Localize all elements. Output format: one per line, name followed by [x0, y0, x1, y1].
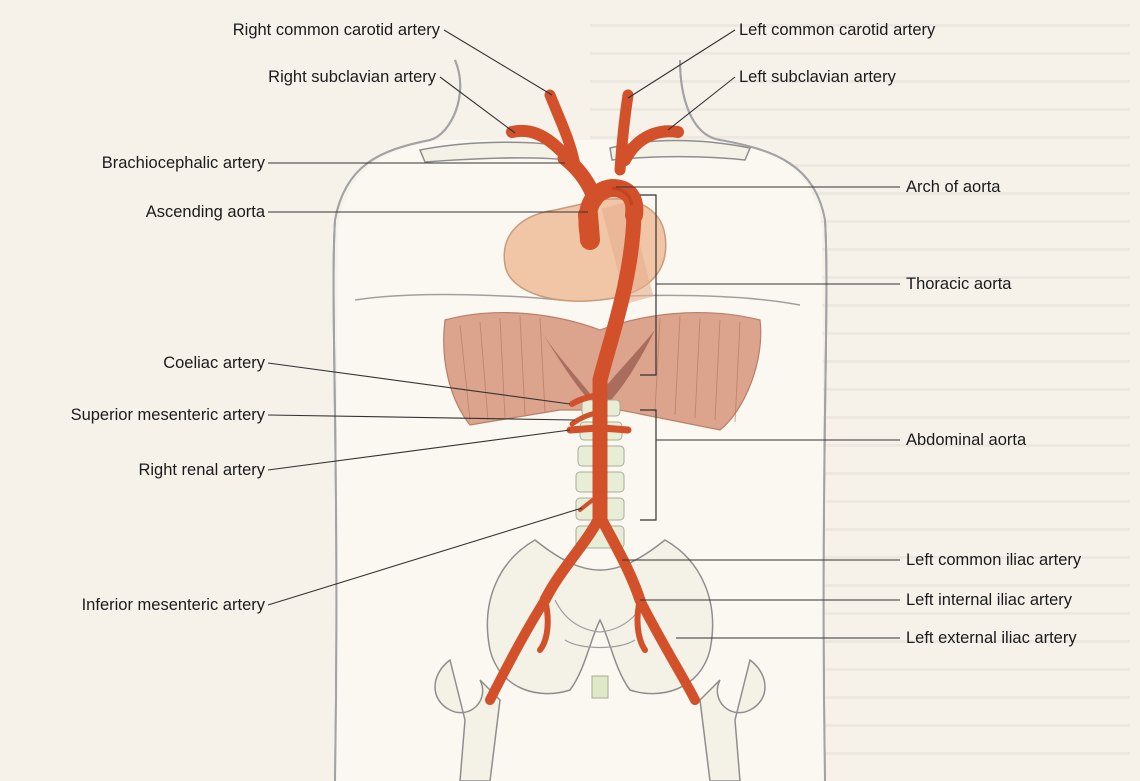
label-thoracic-aorta: Thoracic aorta [906, 274, 1011, 294]
label-left-common-iliac-artery: Left common iliac artery [906, 550, 1081, 570]
left-renal [602, 428, 628, 430]
label-right-subclavian-artery: Right subclavian artery [268, 67, 436, 87]
label-left-internal-iliac-artery: Left internal iliac artery [906, 590, 1072, 610]
label-left-external-iliac-artery: Left external iliac artery [906, 628, 1077, 648]
label-left-common-carotid-artery: Left common carotid artery [739, 20, 935, 40]
label-left-subclavian-artery: Left subclavian artery [739, 67, 896, 87]
right-renal [570, 428, 598, 430]
label-abdominal-aorta: Abdominal aorta [906, 430, 1026, 450]
label-ascending-aorta: Ascending aorta [146, 202, 265, 222]
label-superior-mesenteric-artery: Superior mesenteric artery [71, 405, 265, 425]
label-right-renal-artery: Right renal artery [138, 460, 265, 480]
ascending-aorta-seg [588, 215, 590, 240]
label-arch-of-aorta: Arch of aorta [906, 177, 1000, 197]
label-coeliac-artery: Coeliac artery [163, 353, 265, 373]
label-inferior-mesenteric-artery: Inferior mesenteric artery [82, 595, 265, 615]
label-brachiocephalic-artery: Brachiocephalic artery [102, 153, 265, 173]
label-right-common-carotid-artery: Right common carotid artery [233, 20, 440, 40]
